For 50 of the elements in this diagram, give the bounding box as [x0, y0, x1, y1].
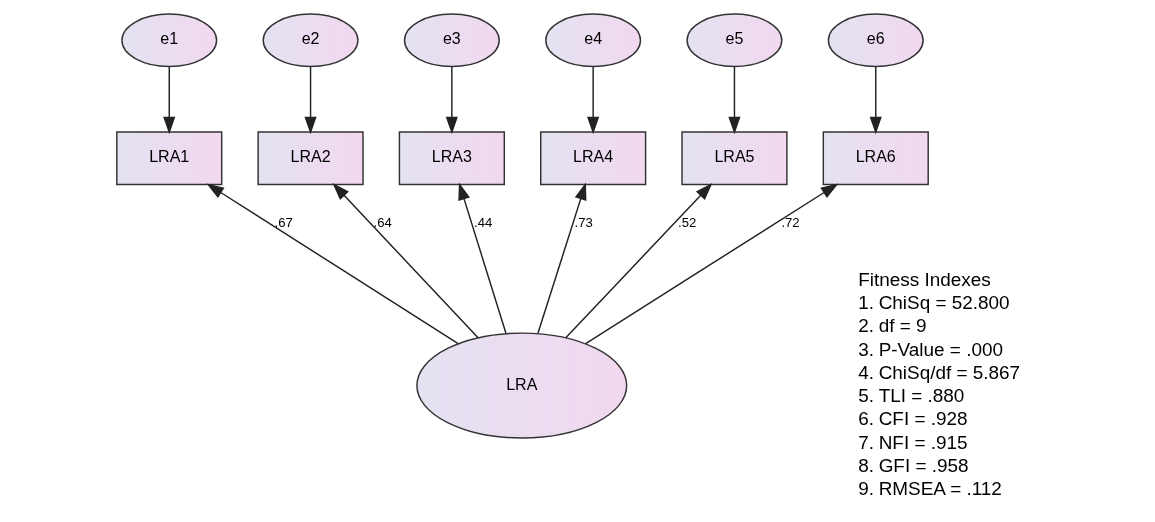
node-ellipse: e3 — [403, 13, 500, 68]
node-ellipse: LRA — [416, 332, 628, 439]
arrow — [587, 66, 600, 135]
arrow — [458, 182, 507, 335]
label: ChiSq/df = 5.867 — [878, 361, 1021, 383]
edge-label: .52 — [678, 215, 697, 231]
label: 8. — [858, 455, 875, 477]
node-box: LRA5 — [681, 131, 788, 186]
edge-label: .64 — [373, 215, 392, 231]
label: CFI = .928 — [878, 408, 968, 430]
node-box: LRA3 — [398, 131, 506, 186]
label: 2. — [858, 315, 875, 337]
label: 4. — [858, 361, 875, 383]
arrow — [565, 183, 713, 339]
arrow — [869, 66, 882, 135]
node-box: LRA4 — [540, 131, 647, 186]
arrow — [206, 183, 459, 345]
arrow — [163, 66, 176, 135]
label: GFI = .958 — [878, 455, 969, 477]
label: df = 9 — [878, 315, 927, 337]
label: P-Value = .000 — [878, 338, 1003, 360]
node-ellipse: e4 — [545, 13, 642, 68]
label: ChiSq = 52.800 — [878, 291, 1010, 313]
node-ellipse: e5 — [686, 13, 783, 68]
edge-label: .44 — [474, 215, 493, 231]
label: Fitness Indexes — [858, 268, 991, 290]
edge-label: .72 — [781, 215, 800, 231]
edge-label: .73 — [574, 215, 593, 231]
node-box: LRA2 — [257, 131, 364, 186]
arrow — [445, 66, 458, 135]
node-box: LRA1 — [116, 131, 223, 186]
label: TLI = .880 — [878, 385, 965, 407]
label: 5. — [858, 385, 875, 407]
label: 6. — [858, 408, 875, 430]
label: 9. — [858, 478, 875, 500]
node-ellipse: e1 — [121, 13, 218, 68]
arrow — [728, 66, 741, 135]
label: 3. — [858, 338, 875, 360]
node-ellipse: e2 — [262, 13, 359, 68]
arrow — [332, 183, 479, 339]
arrow — [584, 183, 839, 345]
edge-label: .67 — [274, 215, 293, 231]
node-ellipse: e6 — [827, 13, 924, 68]
arrow — [537, 182, 587, 335]
arrow — [304, 66, 317, 135]
node-box: LRA6 — [822, 131, 929, 186]
label: RMSEA = .112 — [878, 478, 1002, 500]
label: NFI = .915 — [878, 431, 968, 453]
label: 1. — [858, 291, 875, 313]
label: 7. — [858, 431, 875, 453]
